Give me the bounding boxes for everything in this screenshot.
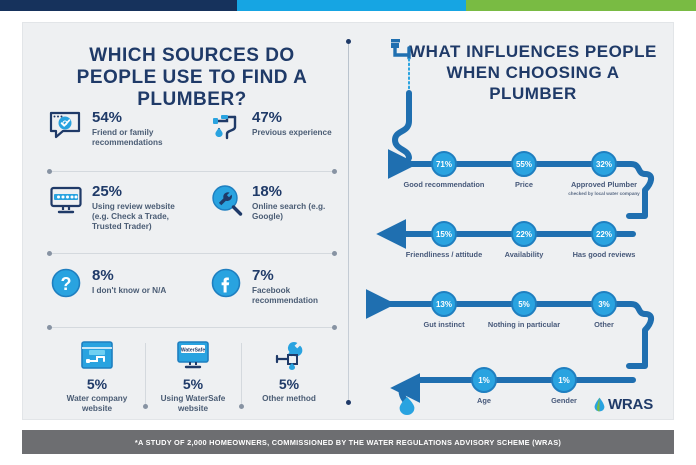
source-item-5-label: I don't know or N/A — [92, 286, 167, 295]
source-item-2-text: 47% Previous experience — [252, 109, 332, 138]
influence-node-6-pct: 22% — [591, 221, 617, 247]
influence-node-3-label-main: Approved Plumber — [570, 180, 638, 189]
faucet-icon — [391, 39, 411, 60]
question-circle-icon: ? — [49, 267, 85, 303]
panel-divider — [346, 39, 351, 405]
trio-separator-1 — [143, 343, 148, 409]
influence-node-5-label: Availability — [504, 250, 544, 259]
svg-text:WaterSafe: WaterSafe — [181, 347, 205, 353]
source-item-1: 54% Friend or family recommendations — [49, 109, 189, 148]
infographic-card: WHICH SOURCES DO PEOPLE USE TO FIND A PL… — [22, 22, 674, 420]
influence-node-4-label: Friendliness / attitude — [405, 250, 483, 259]
influence-node-7-label: Gut instinct — [423, 320, 465, 329]
influence-node-11-pct: 1% — [551, 367, 577, 393]
source-item-3-pct: 25% — [92, 183, 123, 200]
source-divider-2 — [47, 251, 337, 256]
pipe-flow-diagram — [365, 39, 654, 415]
water-drop-icon — [399, 397, 415, 415]
source-item-2-pct: 47% — [252, 109, 283, 126]
influence-node-9-pct: 3% — [591, 291, 617, 317]
source-divider-1 — [47, 169, 337, 174]
influence-node-5-pct: 22% — [511, 221, 537, 247]
source-item-6: 7% Facebook recommendation — [209, 267, 339, 306]
influence-node-8-label: Nothing in particular — [487, 320, 561, 329]
source-trio-item-2: WaterSafe 5% Using WaterSafe website — [147, 341, 239, 414]
source-trio-item-3-label: Other method — [262, 394, 316, 403]
topbar-segment-blue — [237, 0, 466, 11]
source-item-5-pct: 8% — [92, 267, 114, 284]
source-item-4-pct: 18% — [252, 183, 283, 200]
source-divider-3 — [47, 325, 337, 330]
source-item-3: 25% Using review website (e.g. Check a T… — [49, 183, 189, 232]
topbar-segment-green — [466, 0, 696, 11]
wrench-tool-icon — [272, 341, 306, 371]
source-item-2: 47% Previous experience — [209, 109, 339, 145]
right-panel: WHAT INFLUENCES PEOPLE WHEN CHOOSING A P… — [349, 23, 675, 421]
monitor-watersafe-icon: WaterSafe — [176, 341, 210, 371]
influence-node-8-pct: 5% — [511, 291, 537, 317]
source-item-4: 18% Online search (e.g. Google) — [209, 183, 339, 222]
source-item-1-label: Friend or family recommendations — [92, 128, 163, 147]
source-item-2-label: Previous experience — [252, 128, 332, 137]
left-panel: WHICH SOURCES DO PEOPLE USE TO FIND A PL… — [23, 23, 349, 421]
wras-logo: WRAS — [594, 396, 653, 413]
influence-node-3-pct: 32% — [591, 151, 617, 177]
influence-node-11-label: Gender — [551, 396, 577, 405]
influence-node-9-label: Other — [594, 320, 614, 329]
source-item-6-pct: 7% — [252, 267, 274, 284]
source-item-1-pct: 54% — [92, 109, 123, 126]
influence-node-10-label: Age — [477, 396, 491, 405]
source-item-4-text: 18% Online search (e.g. Google) — [252, 183, 339, 222]
speech-bubble-target-icon — [49, 109, 85, 145]
source-trio-item-1-pct: 5% — [86, 376, 108, 392]
left-panel-title: WHICH SOURCES DO PEOPLE USE TO FIND A PL… — [76, 45, 308, 110]
source-trio-item-1-label: Water company website — [66, 394, 128, 413]
source-trio-item-2-label: Using WaterSafe website — [160, 394, 226, 413]
source-trio: 5% Water company website WaterSafe 5% — [49, 341, 335, 414]
source-item-4-label: Online search (e.g. Google) — [252, 202, 326, 221]
source-item-3-text: 25% Using review website (e.g. Check a T… — [92, 183, 189, 232]
footer-text: *A STUDY OF 2,000 HOMEOWNERS, COMMISSION… — [134, 437, 562, 447]
topbar-segment-navy — [0, 0, 237, 11]
pipe-tap-icon — [209, 109, 245, 145]
influence-node-7-pct: 13% — [431, 291, 457, 317]
source-item-3-label: Using review website (e.g. Check a Trade… — [92, 202, 175, 231]
wras-drop-icon — [594, 397, 605, 412]
right-panel-title: WHAT INFLUENCES PEOPLE WHEN CHOOSING A P… — [409, 42, 657, 103]
source-trio-item-3-pct: 5% — [278, 376, 300, 392]
source-trio-item-3: 5% Other method — [243, 341, 335, 404]
influence-node-6-label: Has good reviews — [572, 250, 636, 259]
source-item-1-text: 54% Friend or family recommendations — [92, 109, 189, 148]
trio-separator-2 — [239, 343, 244, 409]
source-item-5-text: 8% I don't know or N/A — [92, 267, 166, 296]
browser-tap-icon — [80, 341, 114, 371]
wras-wordmark: WRAS — [607, 396, 653, 413]
influence-node-10-pct: 1% — [471, 367, 497, 393]
monitor-stars-icon — [49, 183, 85, 219]
magnifier-wrench-icon — [209, 183, 245, 219]
source-trio-item-2-pct: 5% — [182, 376, 204, 392]
source-trio-item-1: 5% Water company website — [51, 341, 143, 414]
source-item-5: ? 8% I don't know or N/A — [49, 267, 189, 303]
influence-node-2-pct: 55% — [511, 151, 537, 177]
influence-node-3-sublabel: checked by local water company — [568, 190, 640, 196]
svg-text:?: ? — [61, 274, 72, 294]
influence-node-2-label: Price — [514, 180, 534, 189]
top-color-bar — [0, 0, 696, 11]
footer-bar: *A STUDY OF 2,000 HOMEOWNERS, COMMISSION… — [22, 430, 674, 454]
facebook-icon — [209, 267, 245, 303]
source-item-6-label: Facebook recommendation — [252, 286, 318, 305]
influence-node-1-pct: 71% — [431, 151, 457, 177]
source-item-6-text: 7% Facebook recommendation — [252, 267, 339, 306]
influence-node-4-pct: 15% — [431, 221, 457, 247]
influence-node-3-label: Approved Plumber checked by local water … — [561, 180, 647, 196]
influence-node-1-label: Good recommendation — [403, 180, 485, 189]
